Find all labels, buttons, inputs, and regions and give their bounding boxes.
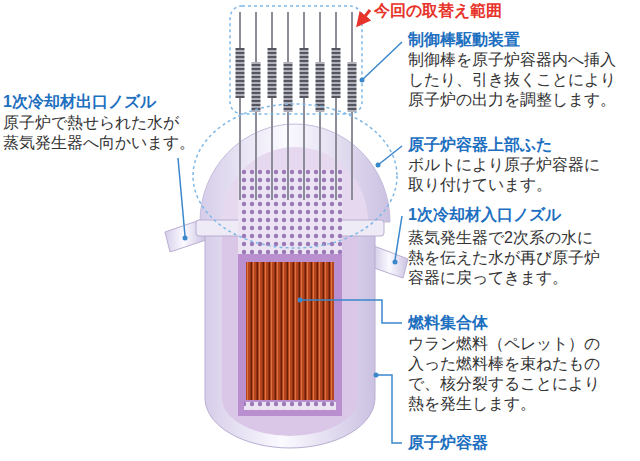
scope-label: 今回の取替え範囲 <box>374 1 502 21</box>
core-barrel <box>238 236 342 416</box>
crdm-rod <box>303 12 305 200</box>
callout-body: ボルトにより原子炉容器に 取り付けています。 <box>408 155 602 195</box>
leader-dot <box>393 260 398 265</box>
upper-internals <box>238 170 342 254</box>
leader-dots <box>183 78 398 378</box>
leader-dot <box>376 163 381 168</box>
scope-outline <box>193 104 397 248</box>
callout-heading: 燃料集合体 <box>408 313 488 333</box>
leader-line <box>300 300 402 323</box>
callout-heading: 原子炉容器上部ふた <box>408 135 552 155</box>
scope-arrow <box>358 10 370 25</box>
leader-dot <box>298 298 303 303</box>
crdm-coil <box>316 62 325 112</box>
leader-dot <box>360 78 365 83</box>
crdm-coil <box>252 62 261 112</box>
scope-outline <box>230 6 362 114</box>
leader-line <box>376 375 402 443</box>
leader-lines <box>178 42 402 443</box>
crdm-coil <box>268 48 277 98</box>
crdm-rod <box>335 12 337 200</box>
callout-body: ウラン燃料（ペレット）の 入った燃料棒を束ねたもの で、核分裂することにより 熱… <box>408 334 602 414</box>
callout-heading: 制御棒駆動装置 <box>408 30 520 50</box>
crdm-coil <box>332 48 341 98</box>
leader-line <box>378 146 402 165</box>
leader-dot <box>374 373 379 378</box>
crdm-rod <box>271 12 273 200</box>
crdm-coil <box>348 62 357 112</box>
leader-line <box>395 216 402 260</box>
leader-dot <box>183 236 188 241</box>
lower-core-plate <box>244 402 336 410</box>
leader-line <box>362 42 402 80</box>
crdm-rod <box>239 12 241 200</box>
vessel-cutaway <box>222 234 358 436</box>
leader-line <box>178 158 185 236</box>
crdm-coil <box>300 48 309 98</box>
crdm-group <box>236 12 357 200</box>
crdm-coil <box>236 48 245 98</box>
callout-body: 原子炉で熱せられた水が 蒸気発生器へ向かいます。 <box>3 113 197 153</box>
callout-heading: 1次冷却材出口ノズル <box>3 92 156 112</box>
callout-body: 蒸気発生器で2次系の水に 熱を伝えた水が再び原子炉 容器に戻ってきます。 <box>408 228 602 288</box>
inlet-nozzle <box>374 246 408 278</box>
vessel-shell <box>205 228 375 448</box>
part-label: 原子炉容器 <box>408 433 488 453</box>
callout-body: 制御棒を原子炉容器内へ挿入 したり、引き抜くことにより 原子炉の出力を調整します… <box>408 50 618 110</box>
callout-heading: 1次冷却材入口ノズル <box>408 205 561 225</box>
fuel-assemblies <box>246 262 334 400</box>
